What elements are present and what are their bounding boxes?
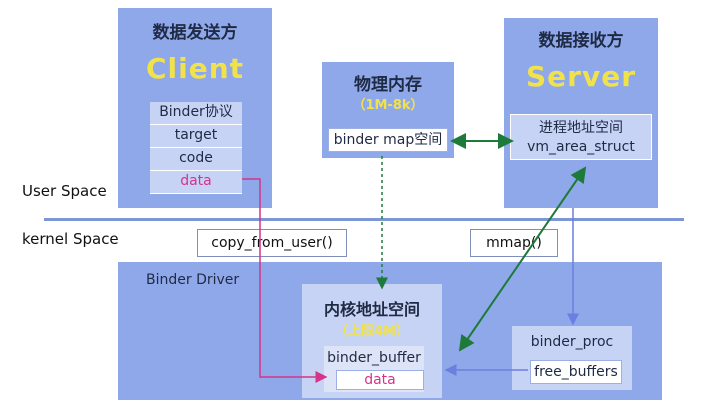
process-address-space-box: 进程地址空间 vm_area_struct: [510, 114, 652, 160]
kernel-space-limit: （上限4M）: [335, 324, 409, 339]
client-name: Client: [145, 52, 245, 85]
kernel-space-label: kernel Space: [22, 230, 119, 248]
process-address-space-label: 进程地址空间: [539, 120, 623, 136]
client-fields: Binder协议 target code data: [150, 102, 242, 194]
binder-proc-panel: binder_proc free_buffers: [512, 326, 632, 390]
binder-map-space-box: binder map空间: [328, 128, 448, 152]
field-target: target: [150, 125, 242, 148]
memory-title: 物理内存: [354, 75, 422, 95]
space-divider: [44, 218, 684, 221]
server-name: Server: [525, 60, 636, 93]
free-buffers-box: free_buffers: [530, 360, 622, 384]
vm-area-struct-label: vm_area_struct: [527, 139, 635, 155]
client-panel: 数据发送方 Client Binder协议 target code data: [118, 8, 272, 208]
server-kernel-arrow: [458, 166, 587, 352]
memory-range: （1M-8k）: [352, 98, 424, 113]
binder-driver-label: Binder Driver: [146, 272, 240, 288]
copy-from-user-box: copy_from_user(): [197, 229, 347, 257]
copy-data-arrow: [242, 178, 328, 383]
physical-memory-panel: 物理内存 （1M-8k） binder map空间: [322, 62, 454, 158]
field-data: data: [150, 171, 242, 194]
field-code: code: [150, 148, 242, 171]
user-space-label: User Space: [22, 182, 107, 200]
kernel-space-title: 内核地址空间: [323, 300, 420, 319]
binder-buffer-label: binder_buffer: [327, 350, 421, 366]
binder-buffer-box: binder_buffer data: [324, 346, 424, 392]
server-title: 数据接收方: [538, 31, 624, 51]
client-title: 数据发送方: [152, 23, 238, 43]
kernel-data-box: data: [336, 370, 424, 390]
field-binder-protocol: Binder协议: [150, 102, 242, 125]
